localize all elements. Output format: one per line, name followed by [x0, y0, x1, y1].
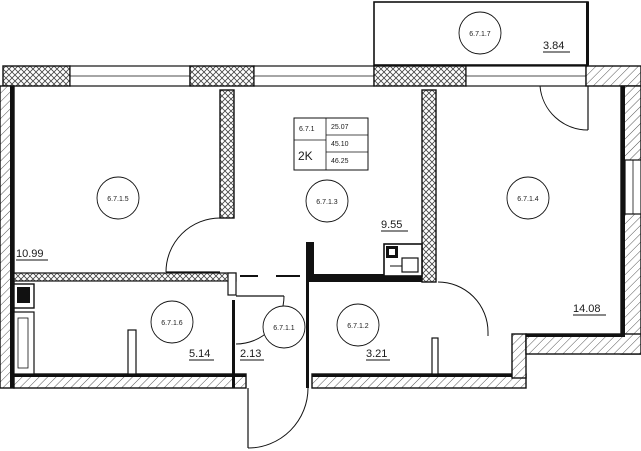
exterior-wall-bottom — [13, 333, 641, 389]
bath-fixture — [13, 283, 35, 375]
svg-text:6.7.1.1: 6.7.1.1 — [273, 325, 295, 332]
room-area-6-7-1-3: 9.55 — [381, 219, 402, 231]
apartment-code: 6.7.1 — [299, 126, 315, 133]
svg-text:6.7.1.6: 6.7.1.6 — [161, 320, 183, 327]
balcony — [373, 1, 589, 66]
exterior-wall-right — [620, 85, 641, 355]
room-area-labels: 10.99 9.55 14.08 5.14 2.13 3.21 3.84 — [16, 40, 606, 361]
room-area-6-7-1-1: 2.13 — [240, 348, 261, 360]
room-marker-6-7-1-6: 6.7.1.6 — [150, 300, 194, 344]
room-area-6-7-1-2: 3.21 — [366, 348, 387, 360]
room-marker-6-7-1-4: 6.7.1.4 — [506, 176, 550, 220]
apartment-area-3: 46.25 — [331, 158, 349, 165]
svg-text:6.7.1.5: 6.7.1.5 — [107, 196, 129, 203]
interior-walls — [13, 89, 439, 388]
svg-text:6.7.1.7: 6.7.1.7 — [469, 31, 491, 38]
apartment-type: 2K — [298, 149, 313, 163]
room-area-6-7-1-7: 3.84 — [543, 40, 564, 52]
apartment-info-table: 6.7.1 2K 25.07 45.10 46.25 — [293, 117, 369, 171]
room-area-6-7-1-4: 14.08 — [573, 303, 601, 315]
door-room-4 — [437, 281, 489, 336]
room-area-6-7-1-6: 5.14 — [189, 348, 210, 360]
svg-text:6.7.1.2: 6.7.1.2 — [347, 323, 369, 330]
exterior-wall-left — [0, 85, 15, 389]
apartment-area-2: 45.10 — [331, 141, 349, 148]
room-marker-6-7-1-2: 6.7.1.2 — [336, 303, 380, 347]
vent-shaft — [383, 243, 423, 277]
apartment-area-1: 25.07 — [331, 124, 349, 131]
door-entrance — [247, 387, 309, 449]
svg-text:6.7.1.4: 6.7.1.4 — [517, 196, 539, 203]
door-room-5 — [165, 217, 221, 273]
door-balcony — [539, 85, 589, 131]
room-marker-6-7-1-7: 6.7.1.7 — [458, 11, 502, 55]
room-marker-6-7-1-3: 6.7.1.3 — [305, 179, 349, 223]
room-area-6-7-1-5: 10.99 — [16, 248, 44, 260]
room-marker-6-7-1-1: 6.7.1.1 — [262, 305, 306, 349]
svg-text:6.7.1.3: 6.7.1.3 — [316, 199, 338, 206]
room-marker-6-7-1-5: 6.7.1.5 — [96, 176, 140, 220]
exterior-wall-top — [2, 65, 641, 87]
